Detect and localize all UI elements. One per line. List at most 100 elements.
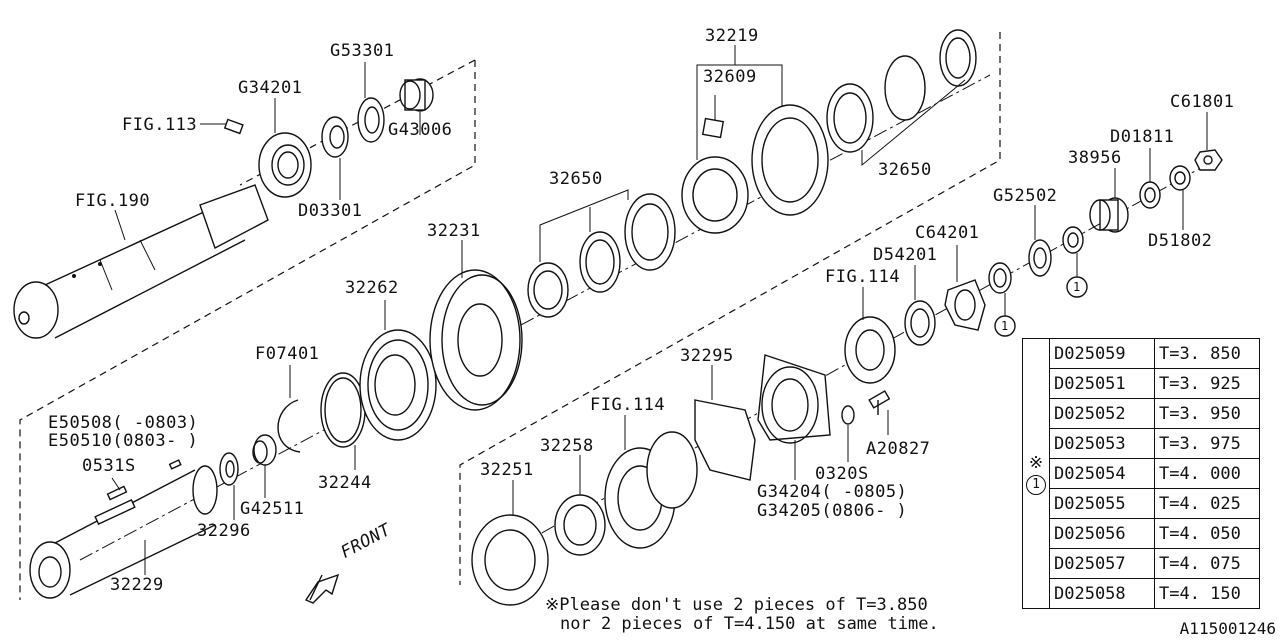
label-fig114-high[interactable]: FIG.114 [825,267,901,287]
shim-icon [1062,226,1084,254]
label-32229[interactable]: 32229 [110,575,164,595]
table-mark-cell: ※ 1 [1022,338,1050,609]
output-shaft-icon [13,184,269,339]
label-f07401[interactable]: F07401 [255,344,320,364]
table-row: D025058 T=4. 150 [1023,578,1260,609]
pin-icon [223,118,244,135]
thrust-washer-icon [219,452,239,486]
transfer-gear-icon [471,514,549,606]
ref-marker-label: 1 [1001,319,1009,333]
label-e50510[interactable]: E50510(0803- ) [48,431,199,451]
label-0320s[interactable]: 0320S [815,464,869,484]
label-32219[interactable]: 32219 [705,26,759,46]
ref-marker-icon [1066,276,1088,298]
bearing-icon [258,132,312,198]
washer-icon [1169,165,1191,191]
label-32296[interactable]: 32296 [197,521,251,541]
label-d54201[interactable]: D54201 [873,245,938,265]
label-g34201[interactable]: G34201 [238,78,303,98]
asterisk-mark: ※ [1028,452,1044,473]
label-32609[interactable]: 32609 [703,67,757,87]
label-fig190[interactable]: FIG.190 [75,191,151,211]
label-d03301[interactable]: D03301 [298,201,363,221]
label-32258[interactable]: 32258 [540,436,594,456]
gear-icon [604,431,698,549]
synchro-ring-icon [826,29,977,153]
synchro-ring-icon [527,193,676,318]
ref-marker-icon: 1 [1026,474,1046,495]
table-cell-part[interactable]: D025054 [1049,458,1155,489]
washer-icon [1139,181,1161,209]
label-g43006[interactable]: G43006 [388,120,453,140]
shim-icon [988,262,1012,294]
table-cell-part[interactable]: D025059 [1049,338,1155,369]
table-cell-thickness: T=4. 150 [1154,578,1260,609]
label-d01811[interactable]: D01811 [1110,127,1175,147]
label-32295[interactable]: 32295 [680,346,734,366]
label-e50508[interactable]: E50508( -0803) [48,413,199,433]
center-frame [459,32,1001,585]
label-a20827[interactable]: A20827 [866,439,931,459]
coupling-sleeve-icon [751,104,829,216]
label-32251[interactable]: 32251 [480,460,534,480]
needle-bearing-icon [554,494,606,556]
diagram-code: A115001246 [1179,619,1276,638]
drive-pinion-shaft-icon [29,459,218,599]
label-c64201[interactable]: C64201 [915,223,980,243]
main-axis-line [79,74,991,561]
table-cell-thickness: T=4. 050 [1154,518,1260,549]
label-32244[interactable]: 32244 [318,473,372,493]
table-cell-part[interactable]: D025057 [1049,548,1155,579]
label-38956[interactable]: 38956 [1068,148,1122,168]
drive-gear-icon [429,269,523,411]
shim-thickness-table: ※ 1 D025059 T=3. 850 D025051 T=3. 925 D0… [1022,338,1260,609]
lock-nut-icon [944,279,986,331]
usage-note-line2: nor 2 pieces of T=4.150 at same time. [560,614,939,634]
label-32262[interactable]: 32262 [345,278,399,298]
table-cell-part[interactable]: D025051 [1049,368,1155,399]
label-g53301[interactable]: G53301 [330,41,395,61]
label-d51802[interactable]: D51802 [1148,231,1213,251]
table-cell-thickness: T=3. 950 [1154,398,1260,429]
nut-icon [1194,149,1223,171]
bolt-icon [868,390,891,415]
label-32650-mid[interactable]: 32650 [549,169,603,189]
bearing-housing-icon [757,354,831,444]
usage-note-line1: ※Please don't use 2 pieces of T=3.850 [545,595,928,615]
label-fig113[interactable]: FIG.113 [122,115,198,135]
table-row: D025054 T=4. 000 [1023,458,1260,489]
label-32231[interactable]: 32231 [427,221,481,241]
label-g34204[interactable]: G34204( -0805) [757,482,908,502]
shift-sleeve-icon [681,117,749,234]
upper-left-frame [19,60,476,600]
needle-bearing-icon [1089,197,1129,233]
washer-icon [321,116,349,158]
table-cell-part[interactable]: D025058 [1049,578,1155,609]
needle-bearing-icon [399,78,434,112]
label-fig114-low[interactable]: FIG.114 [590,395,666,415]
table-cell-part[interactable]: D025052 [1049,398,1155,429]
label-c61801[interactable]: C61801 [1170,92,1235,112]
baulk-ring-icon [320,372,366,448]
label-32650-top[interactable]: 32650 [878,160,932,180]
label-0531s[interactable]: 0531S [82,456,136,476]
label-g34205[interactable]: G34205(0806- ) [757,501,908,521]
table-row: D025051 T=3. 925 [1023,368,1260,399]
table-cell-part[interactable]: D025056 [1049,518,1155,549]
label-g42511[interactable]: G42511 [240,499,305,519]
table-cell-part[interactable]: D025053 [1049,428,1155,459]
ref-marker-label: 1 [1073,280,1081,294]
snap-ring-icon [277,399,301,453]
table-row: D025055 T=4. 025 [1023,488,1260,519]
table-cell-thickness: T=4. 075 [1154,548,1260,579]
front-arrow-icon [304,573,340,604]
table-row: D025053 T=3. 975 [1023,428,1260,459]
washer-icon [841,405,855,425]
table-cell-part[interactable]: D025055 [1049,488,1155,519]
table-cell-thickness: T=4. 025 [1154,488,1260,519]
gasket-icon [694,399,756,481]
label-g52502[interactable]: G52502 [993,186,1058,206]
washer-icon [904,300,936,346]
